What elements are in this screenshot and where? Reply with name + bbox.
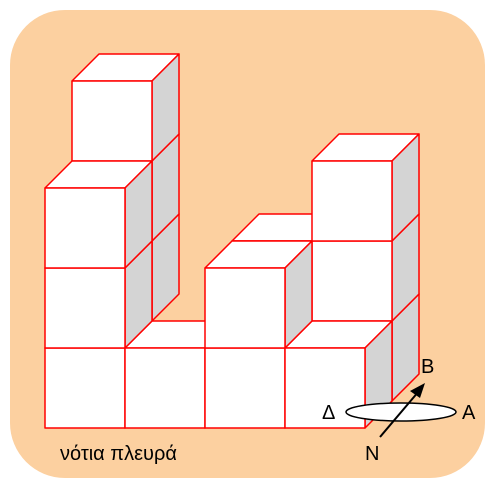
cube-front-face [44,267,126,349]
cube-front-face [124,347,206,429]
compass-label-west: Δ [322,402,335,424]
compass: B N A Δ [322,356,476,465]
cube-front-face [284,347,366,429]
compass-arrow-head-icon [410,383,425,398]
cube [311,133,420,242]
cube-front-face [44,187,126,269]
compass-needle [379,390,420,438]
compass-label-south: N [365,443,379,465]
cube-stack [44,53,420,429]
cube [71,53,180,162]
cube-front-face [204,347,286,429]
cube-front-face [204,267,286,349]
cube [44,160,153,269]
compass-label-north: B [421,356,434,378]
cube-front-face [311,160,393,242]
side-label: νότια πλευρά [60,443,177,465]
cube-front-face [71,80,153,162]
cube [284,320,393,429]
cube [204,240,313,349]
cube-front-face [44,347,126,429]
compass-label-east: A [462,402,476,424]
cube-front-face [311,240,393,322]
